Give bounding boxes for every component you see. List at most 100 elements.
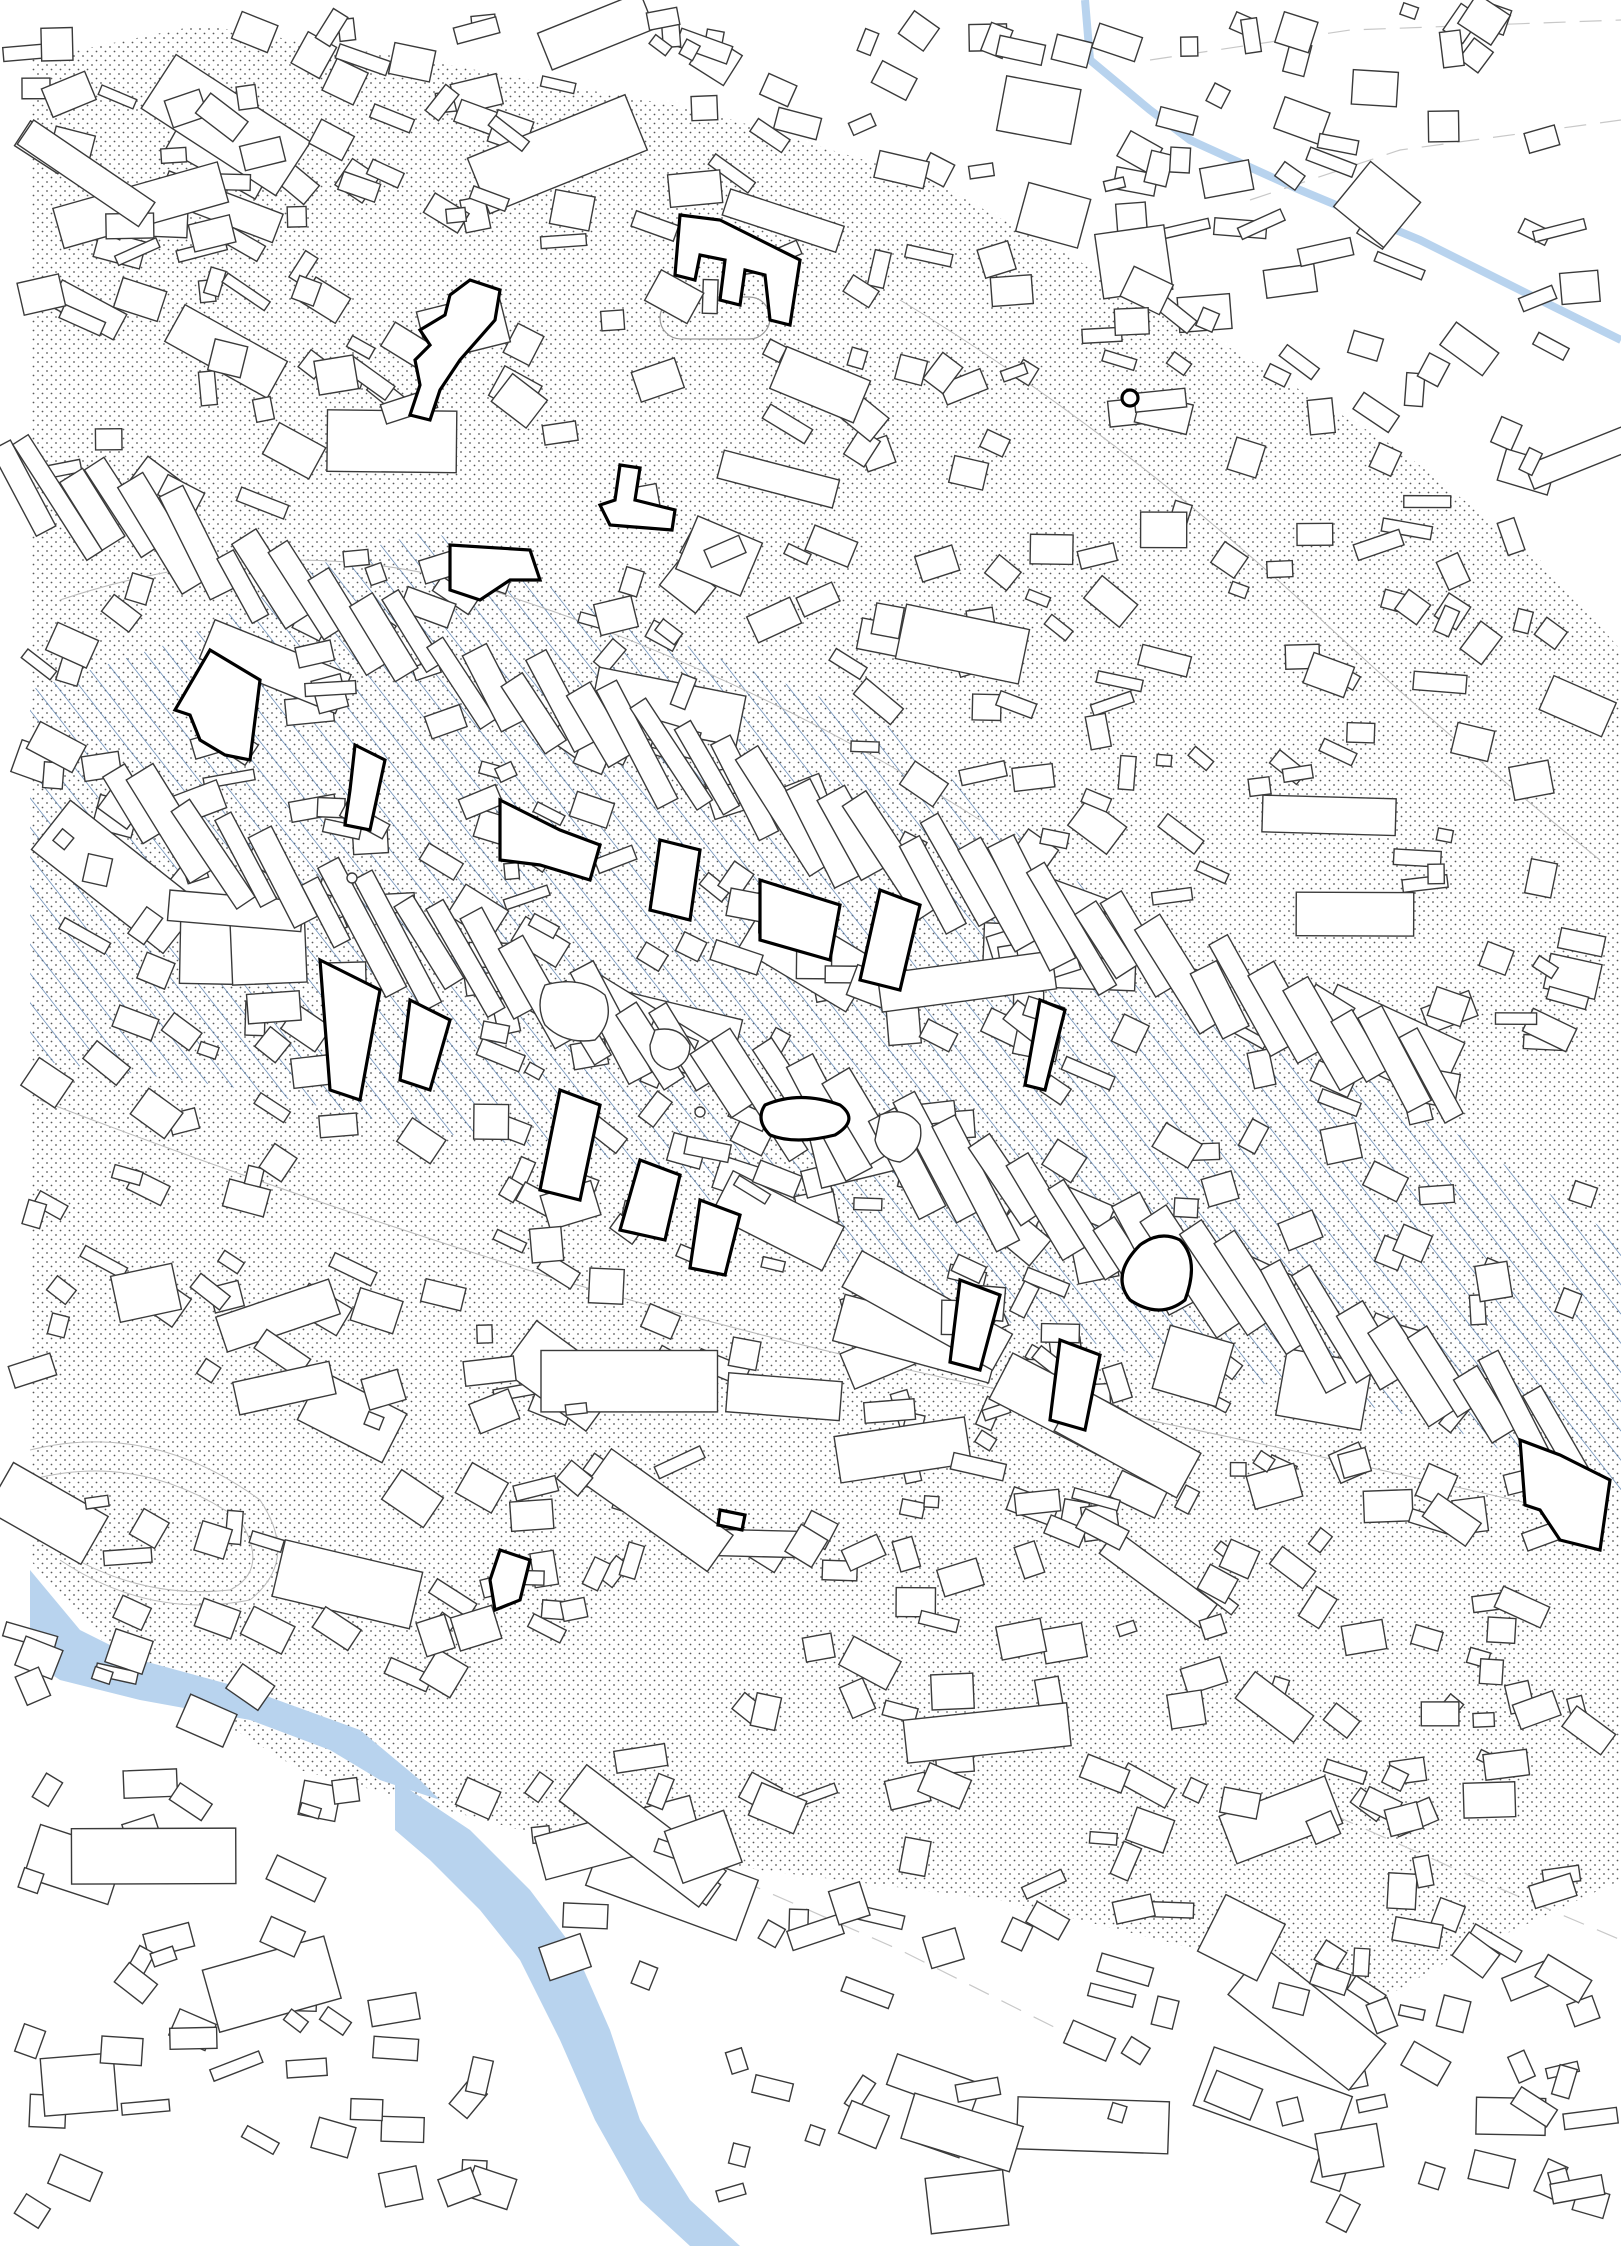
building xyxy=(870,59,918,102)
highlighted-building xyxy=(318,957,382,1103)
building xyxy=(40,70,98,119)
building xyxy=(258,1142,298,1183)
building xyxy=(1110,1013,1151,1054)
building xyxy=(540,1349,719,1413)
building xyxy=(747,1781,808,1835)
building xyxy=(1013,1488,1062,1517)
highlighted-building xyxy=(858,887,922,992)
building xyxy=(1090,22,1144,63)
building xyxy=(1281,764,1315,784)
building xyxy=(1473,1260,1514,1303)
building xyxy=(20,647,58,681)
building xyxy=(1124,1806,1176,1854)
building xyxy=(40,26,74,62)
building xyxy=(727,2142,751,2169)
building xyxy=(663,1809,744,1885)
building xyxy=(468,185,511,213)
building xyxy=(592,594,640,637)
building xyxy=(111,1004,160,1042)
building xyxy=(1088,1830,1119,1846)
building xyxy=(449,1604,503,1652)
corridor-building xyxy=(1189,959,1250,1040)
building xyxy=(235,486,290,520)
building xyxy=(1101,1361,1134,1404)
building xyxy=(1296,522,1334,547)
highlighted-building xyxy=(673,213,802,327)
building xyxy=(555,1459,594,1498)
building xyxy=(1435,1994,1472,2034)
building xyxy=(365,158,406,189)
building xyxy=(630,209,680,243)
building xyxy=(1562,2106,1620,2131)
building xyxy=(1391,1915,1444,1950)
building xyxy=(1306,397,1337,436)
building xyxy=(457,783,505,821)
building xyxy=(1119,265,1175,316)
building xyxy=(537,1932,593,1982)
building xyxy=(1101,349,1138,372)
building xyxy=(120,2098,171,2116)
building xyxy=(690,94,719,122)
corridor-building xyxy=(1398,1026,1465,1125)
building xyxy=(1467,2148,1517,2190)
building xyxy=(395,1116,447,1165)
building xyxy=(523,1061,546,1081)
building xyxy=(999,362,1029,383)
building xyxy=(1380,517,1434,541)
building xyxy=(1080,787,1113,813)
building xyxy=(873,149,931,190)
building xyxy=(224,1662,276,1712)
building xyxy=(7,1352,58,1390)
building xyxy=(129,1087,184,1140)
building xyxy=(415,1613,456,1658)
building xyxy=(251,395,276,424)
building xyxy=(947,454,990,491)
building xyxy=(1496,516,1526,557)
building xyxy=(90,1665,114,1686)
building xyxy=(128,1507,171,1550)
building xyxy=(539,75,577,95)
corridor-building xyxy=(213,811,278,909)
building xyxy=(561,1902,609,1930)
building xyxy=(637,1090,674,1129)
corridor-building xyxy=(1406,1325,1478,1419)
highlighted-buildings xyxy=(172,213,1612,1613)
building xyxy=(1173,1197,1200,1219)
building xyxy=(314,7,349,48)
building xyxy=(1139,511,1188,549)
building xyxy=(1456,0,1512,47)
building xyxy=(294,639,336,669)
building xyxy=(1418,1184,1456,1206)
building xyxy=(1089,690,1136,717)
building xyxy=(492,1228,528,1254)
building xyxy=(949,1451,1008,1482)
building xyxy=(866,248,893,290)
building xyxy=(758,72,798,108)
church-building xyxy=(759,1095,851,1142)
building xyxy=(1020,1868,1068,1900)
building xyxy=(122,1768,179,1799)
building xyxy=(1109,1840,1143,1882)
building xyxy=(17,1866,45,1895)
building xyxy=(231,1360,337,1416)
building xyxy=(0,1461,110,1566)
building xyxy=(1155,105,1199,136)
building xyxy=(1115,1619,1138,1638)
building xyxy=(954,2076,1002,2103)
building xyxy=(1403,371,1426,408)
building xyxy=(847,112,877,137)
building xyxy=(380,1468,445,1529)
highlighted-building xyxy=(758,877,842,963)
building xyxy=(1237,1117,1270,1155)
highlighted-building xyxy=(688,1197,742,1277)
building xyxy=(103,1627,155,1676)
building xyxy=(259,1915,307,1958)
building xyxy=(527,912,561,940)
building xyxy=(913,544,961,583)
building xyxy=(804,2123,826,2147)
building xyxy=(1451,1931,1501,1979)
building xyxy=(336,170,382,203)
building xyxy=(870,602,906,640)
building xyxy=(472,1103,510,1141)
building xyxy=(751,1159,803,1199)
